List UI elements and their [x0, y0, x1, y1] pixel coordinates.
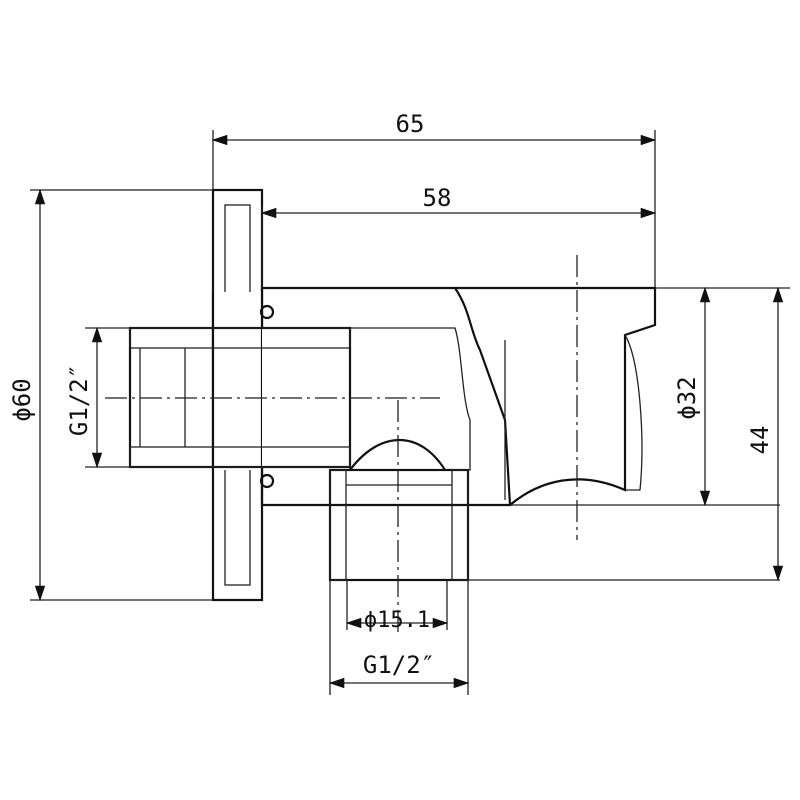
dim-body-length: 58 — [423, 184, 452, 212]
dimension-lines — [34, 134, 784, 689]
dim-holder-diameter: ϕ32 — [673, 376, 701, 419]
dim-outlet-bore: ϕ15.1 — [364, 608, 430, 633]
extension-lines — [30, 130, 790, 695]
outlet-pipe — [328, 468, 470, 582]
hand-shower-holder — [455, 286, 780, 581]
dim-outlet-thread: G1/2″ — [363, 651, 435, 679]
dim-height: 44 — [746, 426, 774, 455]
dim-inlet-thread: G1/2″ — [65, 364, 93, 436]
valve-body — [259, 286, 512, 507]
flange — [211, 188, 264, 602]
dim-overall-length: 65 — [396, 110, 425, 138]
dim-flange-diameter: ϕ60 — [8, 378, 36, 421]
